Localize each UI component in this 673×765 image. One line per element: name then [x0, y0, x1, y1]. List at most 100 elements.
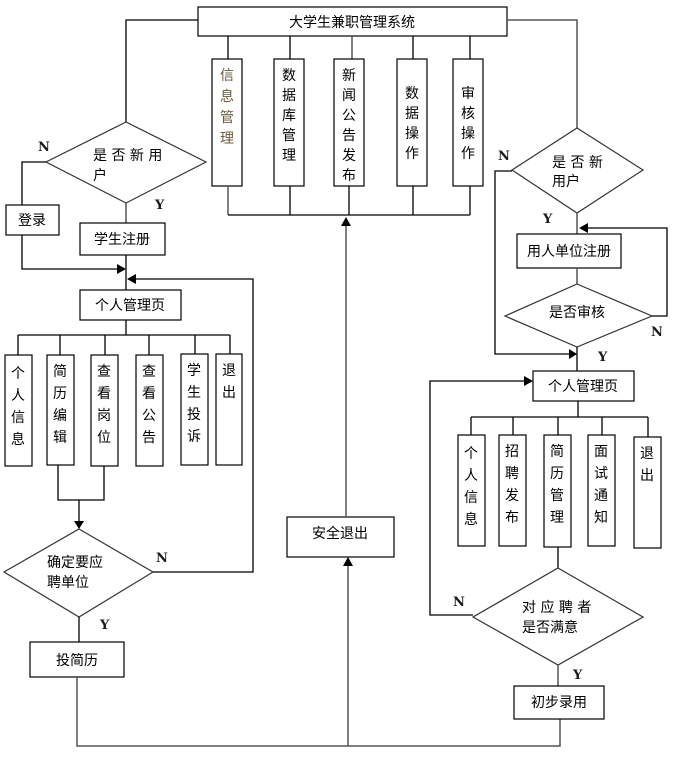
vertical-char: 编 [53, 408, 67, 424]
connector-employer-no-to-page [494, 170, 570, 355]
student-new-user-yes-label: Y [154, 198, 165, 213]
vertical-char: 诉 [187, 429, 201, 445]
vertical-char: 发 [505, 488, 519, 504]
employer-personal-page-label: 个人管理页 [548, 379, 618, 395]
satisfied-decision [471, 567, 645, 666]
student-personal-page-box [79, 289, 182, 321]
employer-new-user-question-l1: 是 否 新 [552, 155, 603, 171]
menu-label: 个人信息 [464, 446, 478, 528]
connector-login-to-page [21, 235, 118, 270]
employer-personal-page-box [532, 370, 635, 402]
audit-no-label: N [651, 325, 663, 340]
student-register-box [79, 222, 166, 256]
audit-yes-label: Y [597, 350, 608, 365]
vertical-char: 管 [550, 488, 564, 504]
system-title: 大学生兼职管理系统 [289, 15, 415, 31]
satisfied-question-l1: 对 应 聘 者 [522, 599, 591, 616]
vertical-char: 管 [282, 128, 296, 144]
connector-no-to-login [21, 161, 46, 205]
vertical-char: 数 [282, 68, 296, 84]
menu-label: 退出 [640, 446, 654, 484]
menu-label: 简历编辑 [53, 363, 67, 446]
module-label: 信息管理 [220, 68, 234, 147]
student-menu-personal-info: 个人信息 [4, 354, 33, 467]
employer-menu-interview-notice: 面试通知 [587, 434, 616, 547]
connector-no-back-to-page [136, 278, 254, 573]
satisfied-question-l2: 是否满意 [522, 619, 578, 636]
vertical-char: 位 [97, 430, 111, 446]
connector-satisfied-no-loop [429, 380, 526, 616]
student-new-user-question-l1: 是 否 新 用 [93, 148, 162, 164]
arrow-to-confirm [74, 521, 84, 529]
student-menu-exit: 退出 [215, 353, 243, 466]
satisfied-no-label: N [453, 595, 465, 610]
vertical-char: 理 [220, 131, 234, 147]
employer-menu-resume-management: 简历管理 [543, 434, 572, 548]
vertical-char: 数 [405, 86, 419, 102]
vertical-char: 历 [53, 386, 67, 402]
vertical-char: 作 [405, 146, 419, 162]
student-menu-bus [17, 320, 231, 355]
vertical-char: 据 [405, 106, 419, 122]
connector-merge-resume-jobs [57, 465, 105, 501]
module-audit-operation: 审核操作 [452, 58, 484, 187]
vertical-char: 通 [594, 488, 608, 504]
vertical-char: 退 [640, 446, 654, 462]
hire-box [513, 685, 605, 720]
vertical-char: 告 [342, 128, 356, 144]
arrow-return-to-page [127, 274, 136, 284]
vertical-char: 信 [464, 490, 478, 506]
hire-label: 初步录用 [531, 694, 587, 711]
vertical-char: 简 [550, 443, 564, 460]
module-info-management: 信息管理 [211, 58, 243, 187]
confirm-apply-question-l2: 聘单位 [47, 575, 89, 591]
vertical-char: 信 [11, 410, 25, 426]
vertical-char: 面 [594, 444, 608, 460]
arrow-to-employer-page [524, 376, 533, 386]
vertical-char: 出 [222, 385, 236, 401]
submit-resume-box [29, 641, 125, 678]
student-menu-complaint: 学生投诉 [180, 353, 209, 466]
employer-menu-job-posting: 招聘发布 [498, 434, 527, 547]
vertical-char: 查 [142, 364, 156, 380]
submit-resume-label: 投简历 [56, 652, 98, 669]
vertical-char: 聘 [505, 466, 519, 482]
confirm-apply-question-l1: 确定要应 [47, 554, 103, 571]
vertical-char: 告 [142, 430, 156, 446]
employer-register-box [516, 233, 622, 269]
vertical-char: 生 [187, 385, 201, 401]
safe-exit-box [286, 516, 395, 558]
vertical-char: 公 [142, 408, 156, 424]
vertical-char: 辑 [53, 430, 67, 446]
vertical-char: 简 [53, 363, 67, 380]
arrow-login-to-page [117, 264, 126, 274]
title-to-modules-connectors [227, 36, 471, 60]
arrow-audit-return [579, 223, 588, 233]
safe-exit-label: 安全退出 [312, 525, 368, 542]
menu-label: 面试通知 [594, 444, 608, 526]
vertical-char: 人 [11, 388, 25, 404]
satisfied-yes-label: Y [572, 668, 583, 683]
menu-label: 简历管理 [550, 443, 564, 526]
vertical-char: 个 [464, 446, 478, 462]
employer-menu-exit: 退出 [633, 436, 662, 549]
vertical-char: 看 [97, 386, 111, 402]
vertical-char: 人 [464, 468, 478, 484]
vertical-char: 息 [220, 88, 234, 105]
title-to-employer-connector [507, 19, 578, 128]
student-new-user-no-label: N [38, 140, 50, 155]
audit-question: 是否审核 [549, 305, 605, 321]
menu-label: 查看岗位 [97, 364, 111, 446]
vertical-char: 投 [187, 407, 201, 423]
menu-label: 学生投诉 [187, 363, 201, 445]
student-menu-resume-edit: 简历编辑 [46, 354, 75, 466]
student-new-user-question-l2: 户 [93, 167, 107, 184]
login-label: 登录 [18, 213, 46, 229]
vertical-char: 试 [594, 466, 608, 482]
employer-new-user-yes-label: Y [542, 212, 553, 227]
vertical-char: 操 [461, 126, 475, 142]
student-menu-view-notices: 查看公告 [135, 354, 164, 467]
module-news-publish: 新闻公告发布 [333, 58, 365, 187]
module-label: 数据操作 [405, 86, 419, 162]
arrow-employer-login [569, 349, 577, 359]
